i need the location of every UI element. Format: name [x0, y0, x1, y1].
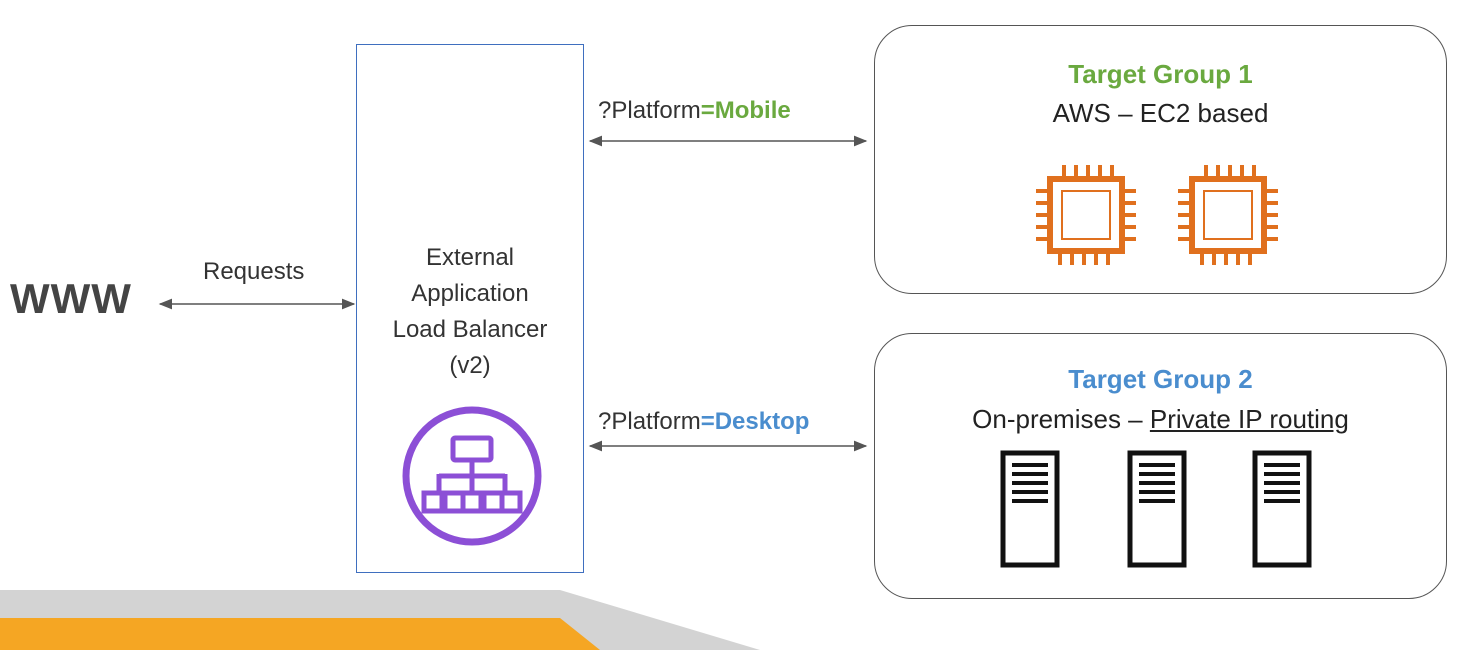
server-icon	[1000, 450, 1060, 568]
ec2-instance-icon	[1036, 165, 1136, 265]
target-group-1-subtitle: AWS – EC2 based	[1052, 98, 1269, 128]
desktop-route-label: ?Platform=Desktop	[598, 408, 809, 436]
alb-label-line: Load Balancer	[392, 316, 548, 343]
server-icon	[1127, 450, 1187, 568]
load-balancer-icon	[402, 406, 542, 546]
target-group-2-subtitle: On-premises – Private IP routing	[875, 404, 1446, 435]
server-icon	[1252, 450, 1312, 568]
alb-label-line: Application	[411, 280, 529, 307]
footer-decoration	[0, 590, 760, 650]
ec2-instance-icon	[1178, 165, 1278, 265]
target-group-2-box: Target Group 2 On-premises – Private IP …	[874, 333, 1447, 599]
alb-label: External Application Load Balancer (v2)	[356, 240, 584, 384]
target-group-2-title: Target Group 2	[1068, 364, 1253, 394]
route-param-name: ?Platform	[598, 97, 701, 124]
alb-container	[356, 44, 584, 573]
alb-label-line: External	[425, 244, 515, 271]
www-label: WWW	[10, 275, 132, 322]
target-group-1-title: Target Group 1	[1068, 59, 1253, 89]
private-ip-routing-label: Private IP routing	[1149, 404, 1349, 434]
route-param-value: =Desktop	[700, 408, 810, 435]
target-group-1-box: Target Group 1 AWS – EC2 based	[874, 25, 1447, 294]
target-group-2-subtitle-prefix: On-premises –	[972, 404, 1150, 434]
route-param-value: =Mobile	[700, 97, 791, 124]
mobile-route-label: ?Platform=Mobile	[598, 97, 791, 125]
requests-label: Requests	[203, 258, 305, 285]
route-param-name: ?Platform	[598, 408, 701, 435]
alb-label-line: (v2)	[449, 352, 491, 379]
